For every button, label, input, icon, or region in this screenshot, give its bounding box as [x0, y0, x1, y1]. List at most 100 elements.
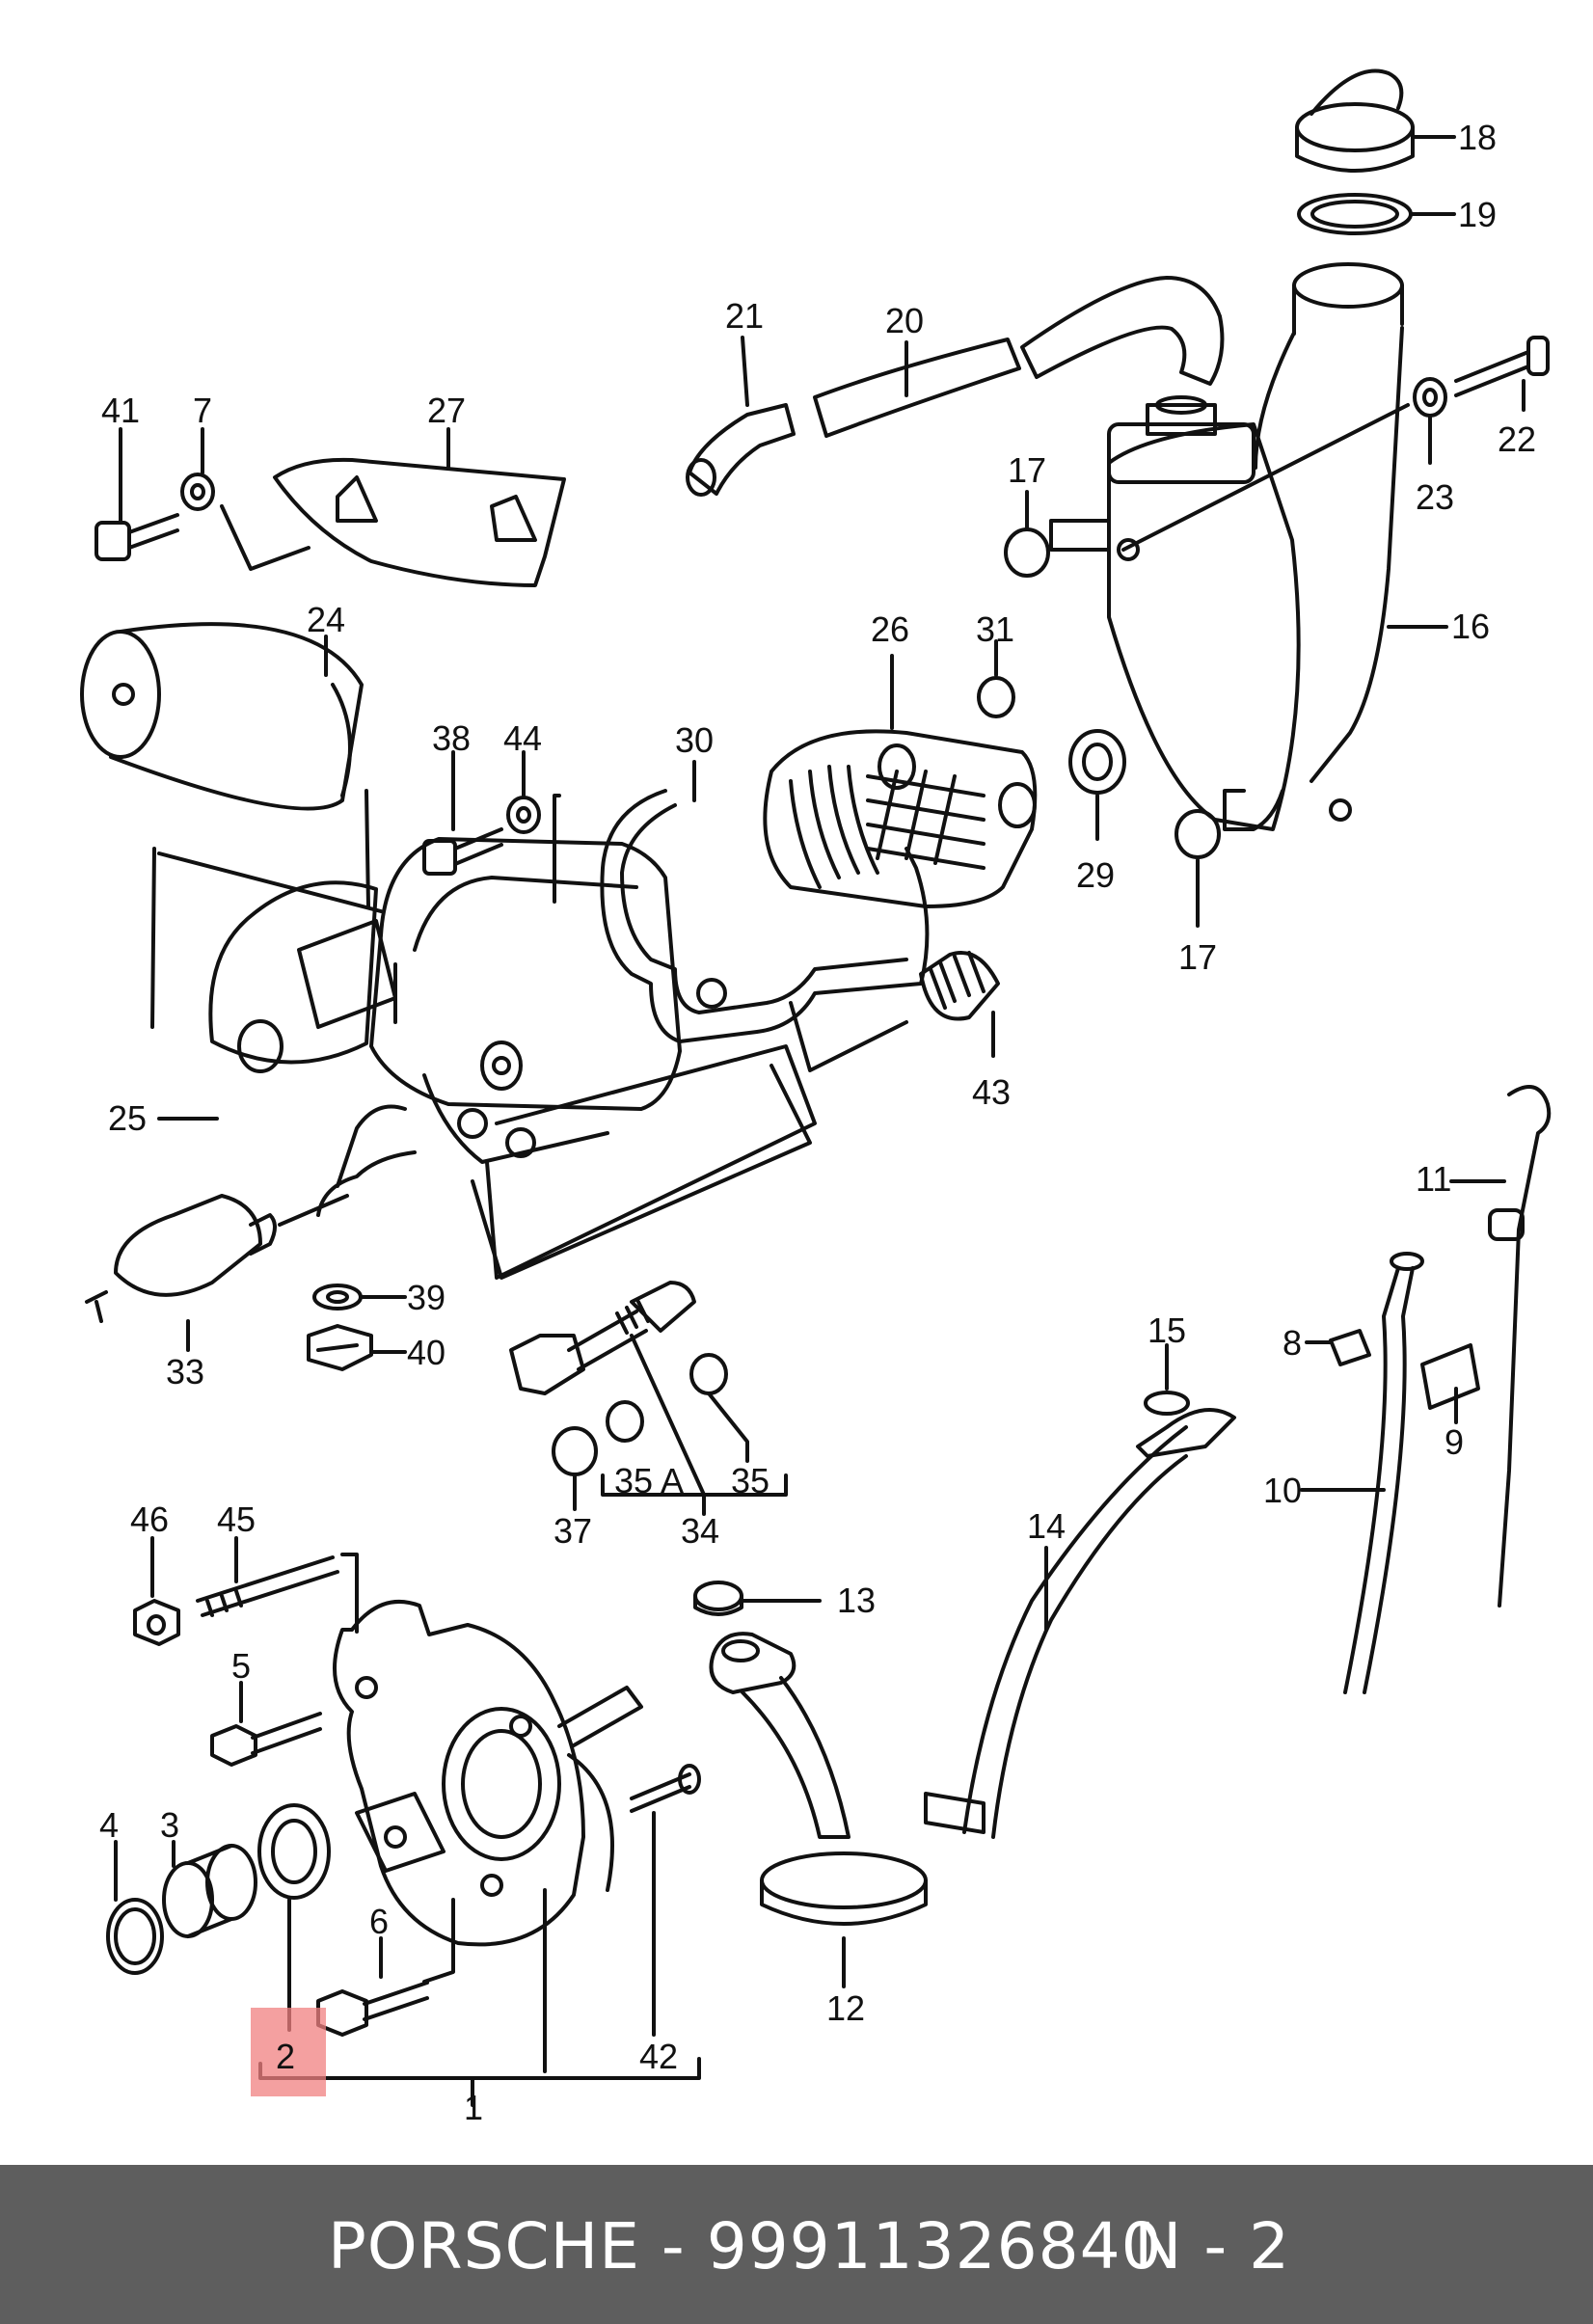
- part-35-oring: [689, 1353, 728, 1395]
- part-16-oil-filler-neck: [1049, 262, 1404, 831]
- guide-34: [471, 1064, 812, 1280]
- part-44-washer: [506, 796, 541, 834]
- part-17-oring-bottom: [1174, 809, 1221, 859]
- callout-33: 33: [166, 1352, 204, 1392]
- guide-45: [340, 1553, 359, 1634]
- callout-3: 3: [160, 1805, 179, 1845]
- part-46-nut: [133, 1599, 180, 1646]
- leader-22-23: [1121, 403, 1410, 552]
- callout-26: 26: [871, 609, 909, 649]
- callout-29: 29: [1076, 855, 1115, 895]
- part-4-oring: [106, 1898, 164, 1975]
- guide-33: [278, 1194, 349, 1227]
- exploded-parts-diagram: 18 19 21 20 22 23 41 7 27 17 16 24 26 31…: [80, 68, 1552, 2127]
- footer-bar: PORSCHE - 99911326840 N - 2: [0, 2165, 1593, 2324]
- part-13-gasket: [693, 1581, 743, 1616]
- callout-35: 35: [731, 1461, 770, 1500]
- part-43-threaded-plug: [919, 951, 1000, 1021]
- callout-39: 39: [407, 1278, 446, 1317]
- callout-37: 37: [554, 1511, 592, 1551]
- part-33-pressure-sensor: [85, 1194, 277, 1323]
- part-39-washer: [312, 1284, 363, 1311]
- callout-11: 11: [1416, 1159, 1451, 1199]
- callout-20: 20: [885, 301, 924, 340]
- part-18-filler-cap: [1295, 68, 1415, 173]
- callout-43: 43: [972, 1072, 1011, 1112]
- part-41-bolt: [94, 513, 179, 561]
- callout-5: 5: [231, 1646, 251, 1686]
- callout-4: 4: [99, 1805, 119, 1845]
- footer-part-number: PORSCHE - 99911326840: [328, 2209, 1163, 2283]
- callout-21: 21: [725, 296, 764, 336]
- part-21-elbow: [686, 403, 796, 497]
- part-35a-oring: [606, 1400, 644, 1443]
- part-30-gasket: [600, 789, 930, 1043]
- part-29-seal: [1068, 729, 1126, 795]
- part-20-breather-hose: [813, 276, 1225, 438]
- callout-44: 44: [503, 718, 542, 758]
- part-37-oring: [552, 1426, 598, 1476]
- part-9-label: [1420, 1343, 1480, 1410]
- callout-18: 18: [1458, 118, 1497, 157]
- part-11-dipstick: [1488, 1085, 1552, 1608]
- part-19-seal: [1297, 193, 1413, 235]
- callout-30: 30: [675, 720, 714, 760]
- callout-22: 22: [1498, 419, 1536, 459]
- part-12-oil-strainer: [709, 1632, 928, 1926]
- part-6-bolt: [316, 1981, 429, 2037]
- callout-9: 9: [1444, 1422, 1464, 1462]
- callout-17-top: 17: [1008, 450, 1046, 490]
- part-5-bolt: [210, 1712, 322, 1767]
- callout-14: 14: [1027, 1506, 1066, 1546]
- callout-35a: 35 A: [614, 1461, 684, 1500]
- guide-25: [485, 794, 817, 1280]
- callout-10: 10: [1263, 1471, 1302, 1510]
- callout-6: 6: [369, 1902, 389, 1941]
- leader-27-link: [220, 504, 310, 571]
- callout-41: 41: [101, 391, 140, 430]
- callout-40: 40: [407, 1333, 446, 1372]
- callout-19: 19: [1458, 195, 1497, 234]
- part-40-drain-plug: [307, 1324, 373, 1371]
- highlight-part-2: [251, 2008, 326, 2096]
- part-45-stud: [196, 1555, 339, 1617]
- callout-23: 23: [1416, 477, 1454, 517]
- part-1-oil-pump: [333, 1599, 643, 1947]
- callout-1: 1: [464, 2088, 483, 2127]
- leader-35: [707, 1392, 749, 1463]
- callout-15: 15: [1148, 1311, 1186, 1350]
- callout-13: 13: [837, 1581, 876, 1620]
- part-10-dipstick-tube: [1343, 1252, 1424, 1694]
- callout-38: 38: [432, 718, 471, 758]
- callout-12: 12: [826, 1988, 865, 2028]
- callout-31: 31: [976, 609, 1014, 649]
- callout-labels: 18 19 21 20 22 23 41 7 27 17 16 24 26 31…: [99, 118, 1536, 2127]
- part-27-bracket: [273, 457, 566, 587]
- callout-46: 46: [130, 1500, 169, 1539]
- part-31-oring: [977, 676, 1015, 718]
- part-23-washer: [1413, 377, 1447, 418]
- part-14-oil-pipe: [924, 1408, 1236, 1839]
- callout-42: 42: [639, 2037, 678, 2076]
- part-15-gasket: [1144, 1391, 1190, 1416]
- footer-page-ref: N - 2: [1134, 2209, 1291, 2283]
- part-38-bolt: [422, 827, 503, 876]
- callout-25: 25: [108, 1098, 147, 1138]
- guide-6: [422, 1898, 455, 1984]
- part-22-bolt: [1454, 336, 1550, 397]
- callout-27: 27: [427, 391, 466, 430]
- guide-30: [789, 1001, 908, 1072]
- leader-21: [741, 336, 749, 407]
- part-8-clip: [1329, 1329, 1371, 1366]
- part-42-screw: [630, 1764, 701, 1813]
- callout-45: 45: [217, 1500, 256, 1539]
- part-17-oring-top: [1004, 527, 1050, 578]
- callout-24: 24: [307, 600, 345, 639]
- leader-34-bracket: [601, 1334, 788, 1516]
- callout-17-bottom: 17: [1178, 937, 1217, 977]
- part-24-oil-filter: [80, 622, 364, 811]
- part-2-shaft-seal: [257, 1803, 331, 1900]
- callout-16: 16: [1451, 607, 1490, 646]
- part-3-bearing-sleeve: [162, 1844, 257, 1938]
- callout-8: 8: [1282, 1323, 1302, 1363]
